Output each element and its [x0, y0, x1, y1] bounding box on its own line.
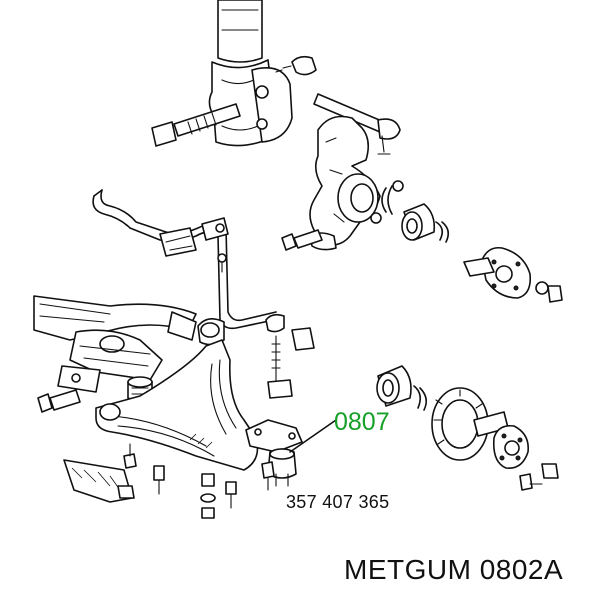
- snap-ring-upper: [381, 180, 404, 215]
- bushing-bolts: [215, 223, 227, 273]
- wheel-bearing-lower: [376, 365, 428, 411]
- part-code-label: 0807: [334, 408, 390, 436]
- oem-number-label: 357 407 365: [286, 492, 390, 512]
- ball-joint: [245, 419, 303, 487]
- tie-rod: [313, 93, 401, 155]
- callout-leader: [289, 419, 337, 453]
- steering-knuckle: [309, 115, 382, 251]
- bottom-fasteners: [123, 443, 275, 519]
- stabilizer-link: [265, 313, 315, 399]
- subframe-bolt: [37, 389, 81, 413]
- control-arm: [95, 339, 259, 471]
- subframe: [33, 295, 197, 393]
- strut-bolt: [151, 103, 241, 147]
- splash-shield: [63, 459, 135, 503]
- strut-nut: [275, 55, 317, 76]
- wheel-bearing-upper: [401, 203, 450, 243]
- knuckle-small-bolt: [281, 229, 323, 251]
- brake-rotor-hub: [431, 387, 530, 469]
- hub-nut-lower: [519, 463, 559, 491]
- wheel-hub-upper: [463, 246, 532, 299]
- brand-part-number: METGUM 0802A: [344, 554, 564, 585]
- strut-assembly: [208, 0, 293, 147]
- hub-nut-upper: [535, 281, 563, 303]
